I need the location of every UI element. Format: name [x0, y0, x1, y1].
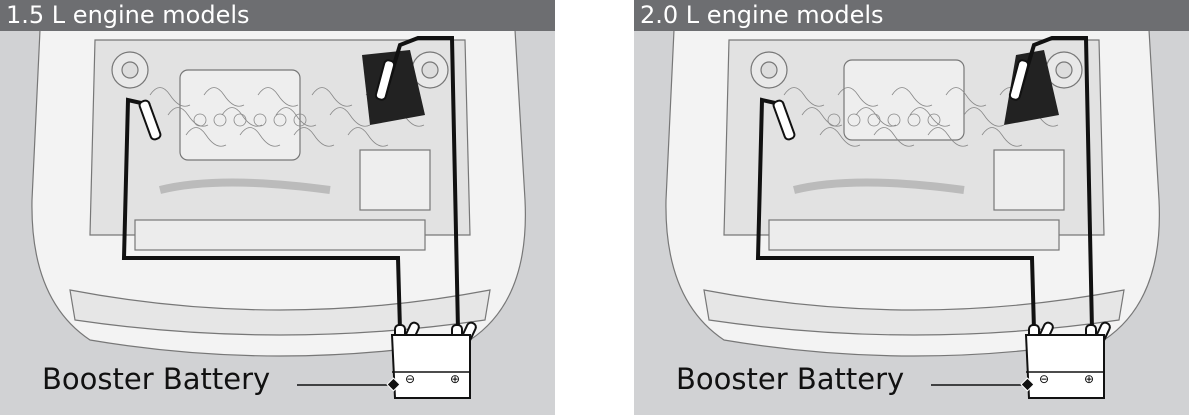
engine-bay-illustration: ⊖ ⊕ [31, 29, 526, 399]
label-leader-line [297, 377, 401, 392]
jumper-cable-negative [755, 97, 1036, 331]
cable-clamps [138, 59, 477, 354]
jumper-cable-positive [383, 36, 460, 331]
vehicle-battery [362, 50, 425, 125]
negative-terminal-symbol: ⊖ [1039, 372, 1049, 386]
booster-battery: ⊖ ⊕ [390, 334, 471, 399]
panel-2-0l: 2.0 L engine models ⊖ ⊕ Booster Battery [634, 0, 1189, 415]
positive-terminal-symbol: ⊕ [450, 372, 460, 386]
booster-battery: ⊖ ⊕ [1024, 334, 1105, 399]
jumper-cable-negative [121, 97, 402, 331]
booster-battery-label: Booster Battery [676, 362, 905, 396]
panel-1-5l: 1.5 L engine models ⊖ ⊕ Booster Battery [0, 0, 555, 415]
negative-terminal-symbol: ⊖ [405, 372, 415, 386]
booster-battery-label: Booster Battery [42, 362, 271, 396]
engine-bay-illustration: ⊖ ⊕ [665, 29, 1160, 399]
label-leader-line [931, 377, 1035, 392]
positive-terminal-symbol: ⊕ [1084, 372, 1094, 386]
jumper-cable-positive [1017, 36, 1094, 331]
panel-title: 1.5 L engine models [0, 0, 555, 31]
panel-title: 2.0 L engine models [634, 0, 1189, 31]
